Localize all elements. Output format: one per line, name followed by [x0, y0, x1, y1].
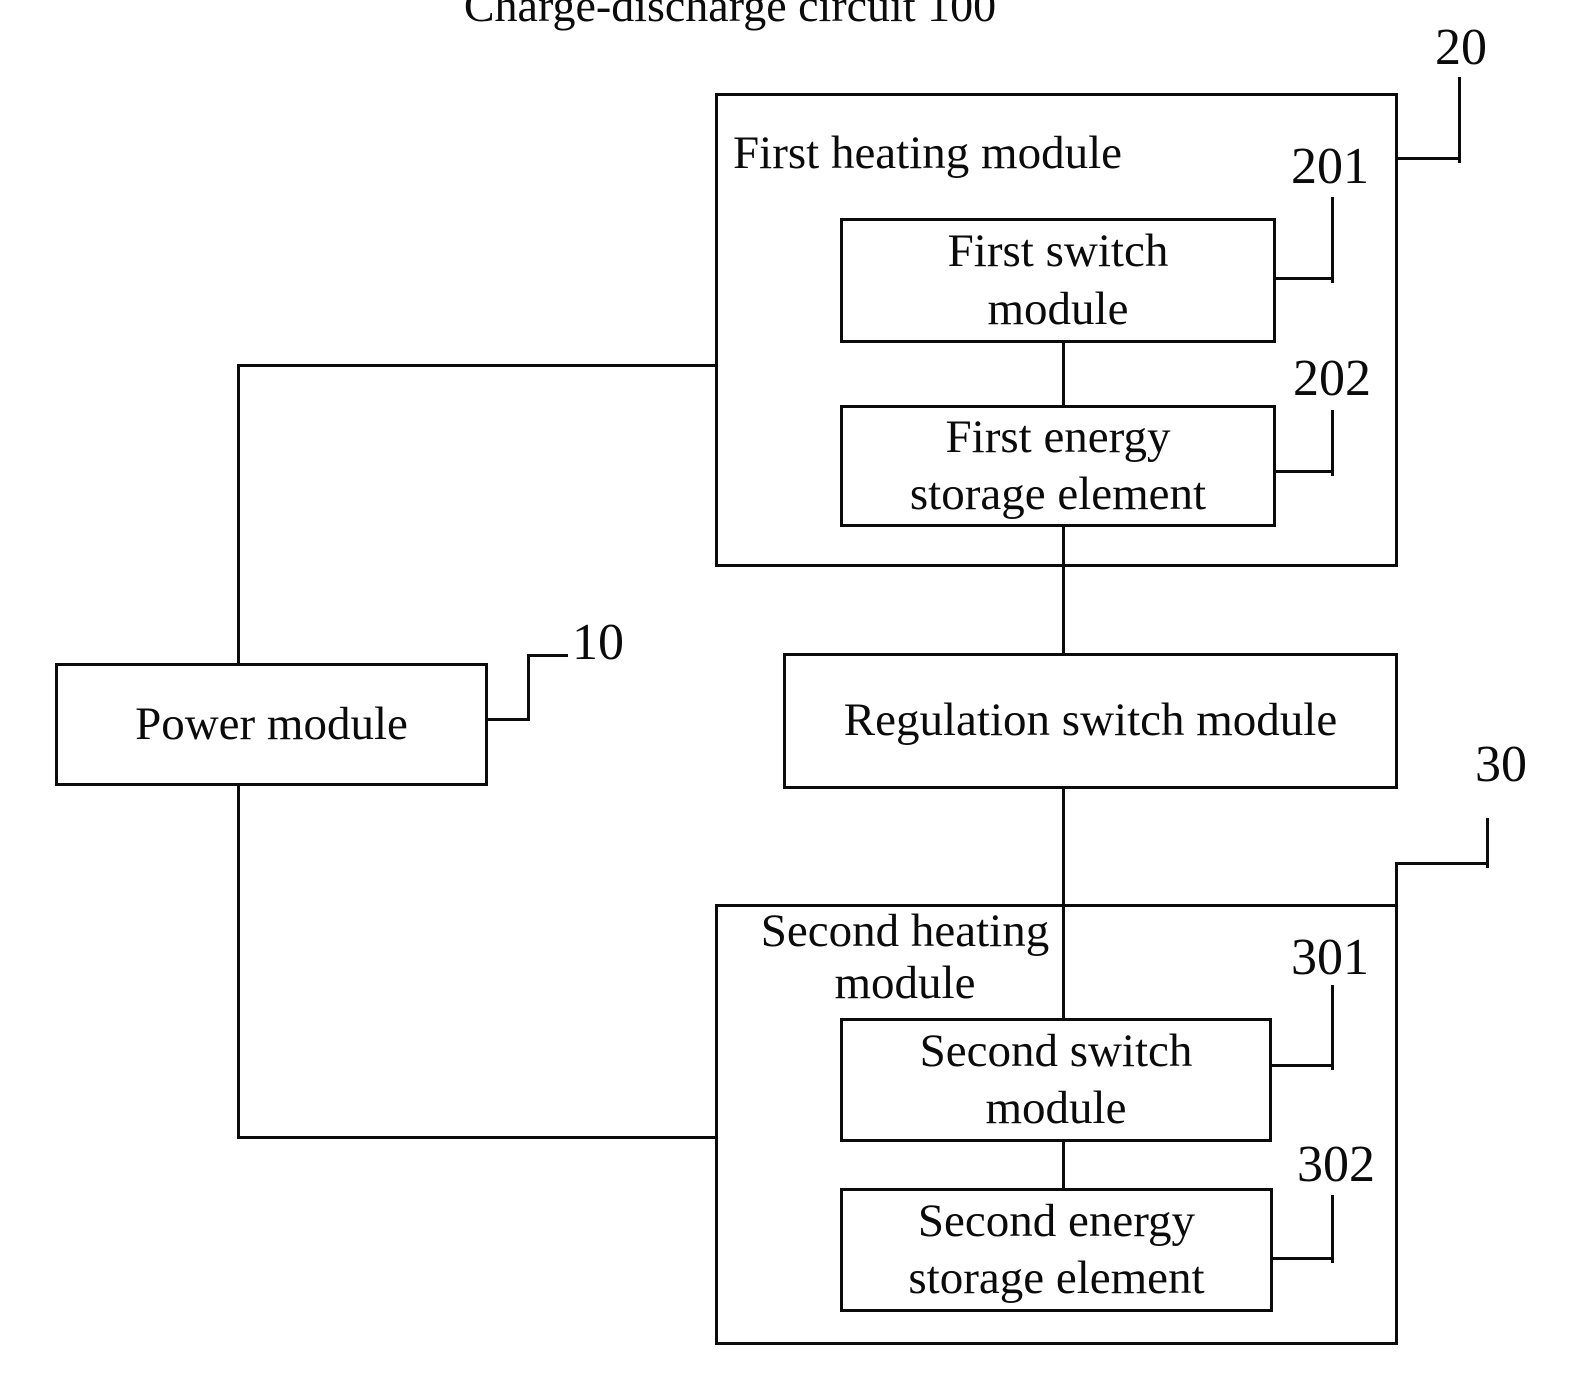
regulation-switch-module-box: Regulation switch module [783, 653, 1398, 789]
second-energy-storage-label-line2: storage element [908, 1252, 1205, 1304]
second-energy-storage-element-box: Second energy storage element [840, 1188, 1273, 1312]
first-energy-storage-label-line1: First energy [945, 410, 1171, 463]
leader-30-horizontal [1398, 862, 1489, 865]
leader-201-vertical [1331, 197, 1334, 283]
leader-20-horizontal [1398, 157, 1461, 160]
first-heating-module-label: First heating module [733, 127, 1123, 179]
first-switch-module-label-line2: module [987, 282, 1129, 335]
ref-302: 302 [1297, 1136, 1375, 1193]
power-module-label: Power module [135, 697, 408, 750]
second-heating-module-box [715, 904, 1398, 1345]
leader-302-horizontal [1273, 1257, 1333, 1260]
power-module-box: Power module [55, 663, 488, 786]
second-switch-module-label-line1: Second switch [919, 1024, 1193, 1077]
connector-power-to-first-heating [239, 364, 717, 367]
connector-first-switch-to-first-energy [1062, 343, 1065, 405]
second-switch-module-label-line2: module [985, 1082, 1127, 1134]
ref-301: 301 [1291, 929, 1369, 986]
first-energy-storage-element-box: First energy storage element [840, 405, 1276, 527]
ref-30: 30 [1475, 736, 1527, 793]
second-heating-module-label-line1: Second heating [760, 905, 1050, 957]
leader-301-vertical [1331, 985, 1334, 1070]
connector-regulation-to-second-switch [1062, 789, 1065, 1018]
first-energy-storage-label-line2: storage element [909, 468, 1207, 520]
leader-10-vertical [527, 654, 530, 721]
leader-302-vertical [1331, 1195, 1334, 1263]
ref-10: 10 [572, 614, 624, 671]
second-heating-module-label: Second heating module [720, 905, 1090, 1009]
leader-30-vertical-upper [1486, 818, 1489, 868]
second-switch-module-box: Second switch module [840, 1018, 1272, 1142]
leader-202-horizontal [1276, 470, 1334, 473]
leader-20-vertical [1458, 77, 1461, 163]
leader-202-vertical [1331, 410, 1334, 476]
connector-power-trunk-upper [237, 364, 240, 663]
connector-power-trunk-lower [237, 786, 240, 1139]
ref-202: 202 [1293, 350, 1371, 407]
first-heating-module-box [715, 93, 1398, 567]
leader-10-horizontal-upper [527, 654, 568, 657]
leader-201-horizontal [1276, 277, 1334, 280]
figure-title: Charge-discharge circuit 100 [463, 0, 997, 31]
connector-first-energy-to-regulation [1062, 527, 1065, 653]
connector-power-to-second-heating [239, 1136, 717, 1139]
first-switch-module-label-line1: First switch [947, 225, 1169, 278]
second-energy-storage-label-line1: Second energy [917, 1194, 1196, 1247]
regulation-switch-module-label: Regulation switch module [843, 694, 1338, 747]
ref-20: 20 [1435, 19, 1487, 76]
leader-301-horizontal [1272, 1064, 1333, 1067]
ref-201: 201 [1291, 138, 1369, 195]
leader-10-horizontal-lower [488, 718, 530, 721]
leader-30-vertical-lower [1395, 862, 1398, 907]
first-switch-module-box: First switch module [840, 218, 1276, 343]
second-heating-module-label-line2: module [834, 956, 976, 1009]
connector-second-switch-to-second-energy [1062, 1142, 1065, 1188]
